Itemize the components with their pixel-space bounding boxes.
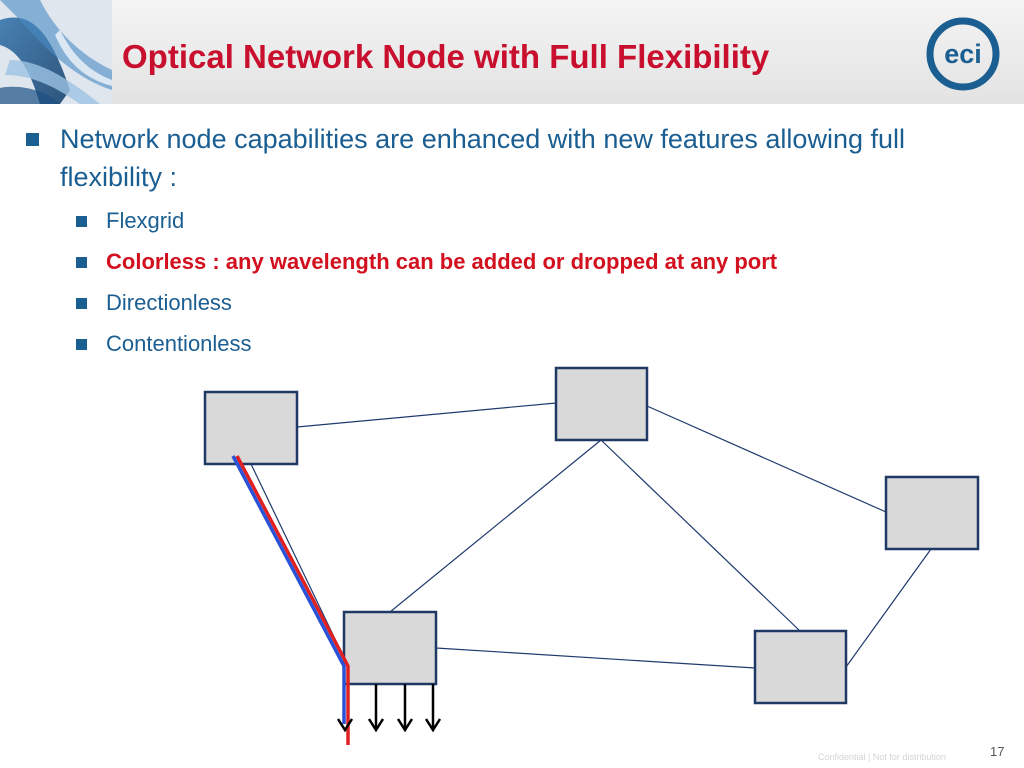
network-node [554, 366, 649, 442]
header-decoration [0, 0, 112, 104]
network-link [600, 439, 801, 632]
arrow-down-icon [396, 684, 414, 733]
network-node [884, 475, 980, 551]
bullet-main-text: Network node capabilities are enhanced w… [60, 124, 905, 192]
network-node [753, 629, 848, 705]
square-bullet-icon [76, 339, 87, 350]
slide-header: Optical Network Node with Full Flexibili… [0, 0, 1024, 104]
logo-text: eci [944, 39, 982, 69]
network-node [203, 390, 299, 466]
network-links [250, 402, 932, 669]
sub-bullet-text: Colorless : any wavelength can be added … [106, 249, 778, 274]
network-link [296, 402, 557, 428]
network-link [389, 439, 602, 613]
sub-bullet-text: Flexgrid [106, 208, 185, 233]
lightpath-red [235, 455, 350, 745]
sub-bullet-text: Contentionless [106, 331, 252, 356]
square-bullet-icon [76, 298, 87, 309]
network-nodes [203, 366, 980, 705]
network-node-add-drop [342, 610, 438, 686]
network-link [646, 405, 887, 513]
square-bullet-icon [26, 133, 39, 146]
drop-ports [336, 684, 442, 733]
page-number: 17 [990, 744, 1005, 759]
arrow-down-icon [424, 684, 442, 733]
network-link [435, 647, 756, 669]
eci-logo-icon: eci [924, 16, 1002, 92]
square-bullet-icon [76, 216, 87, 227]
arrow-down-icon [367, 684, 385, 733]
network-link [845, 548, 932, 668]
lightpaths [231, 455, 350, 745]
arrow-down-icon [336, 718, 354, 733]
lightpath-blue [231, 455, 346, 724]
footer-note: Confidential | Not for distribution [818, 752, 946, 762]
slide-title: Optical Network Node with Full Flexibili… [122, 38, 770, 75]
sub-bullet-text: Directionless [106, 290, 232, 315]
square-bullet-icon [76, 257, 87, 268]
